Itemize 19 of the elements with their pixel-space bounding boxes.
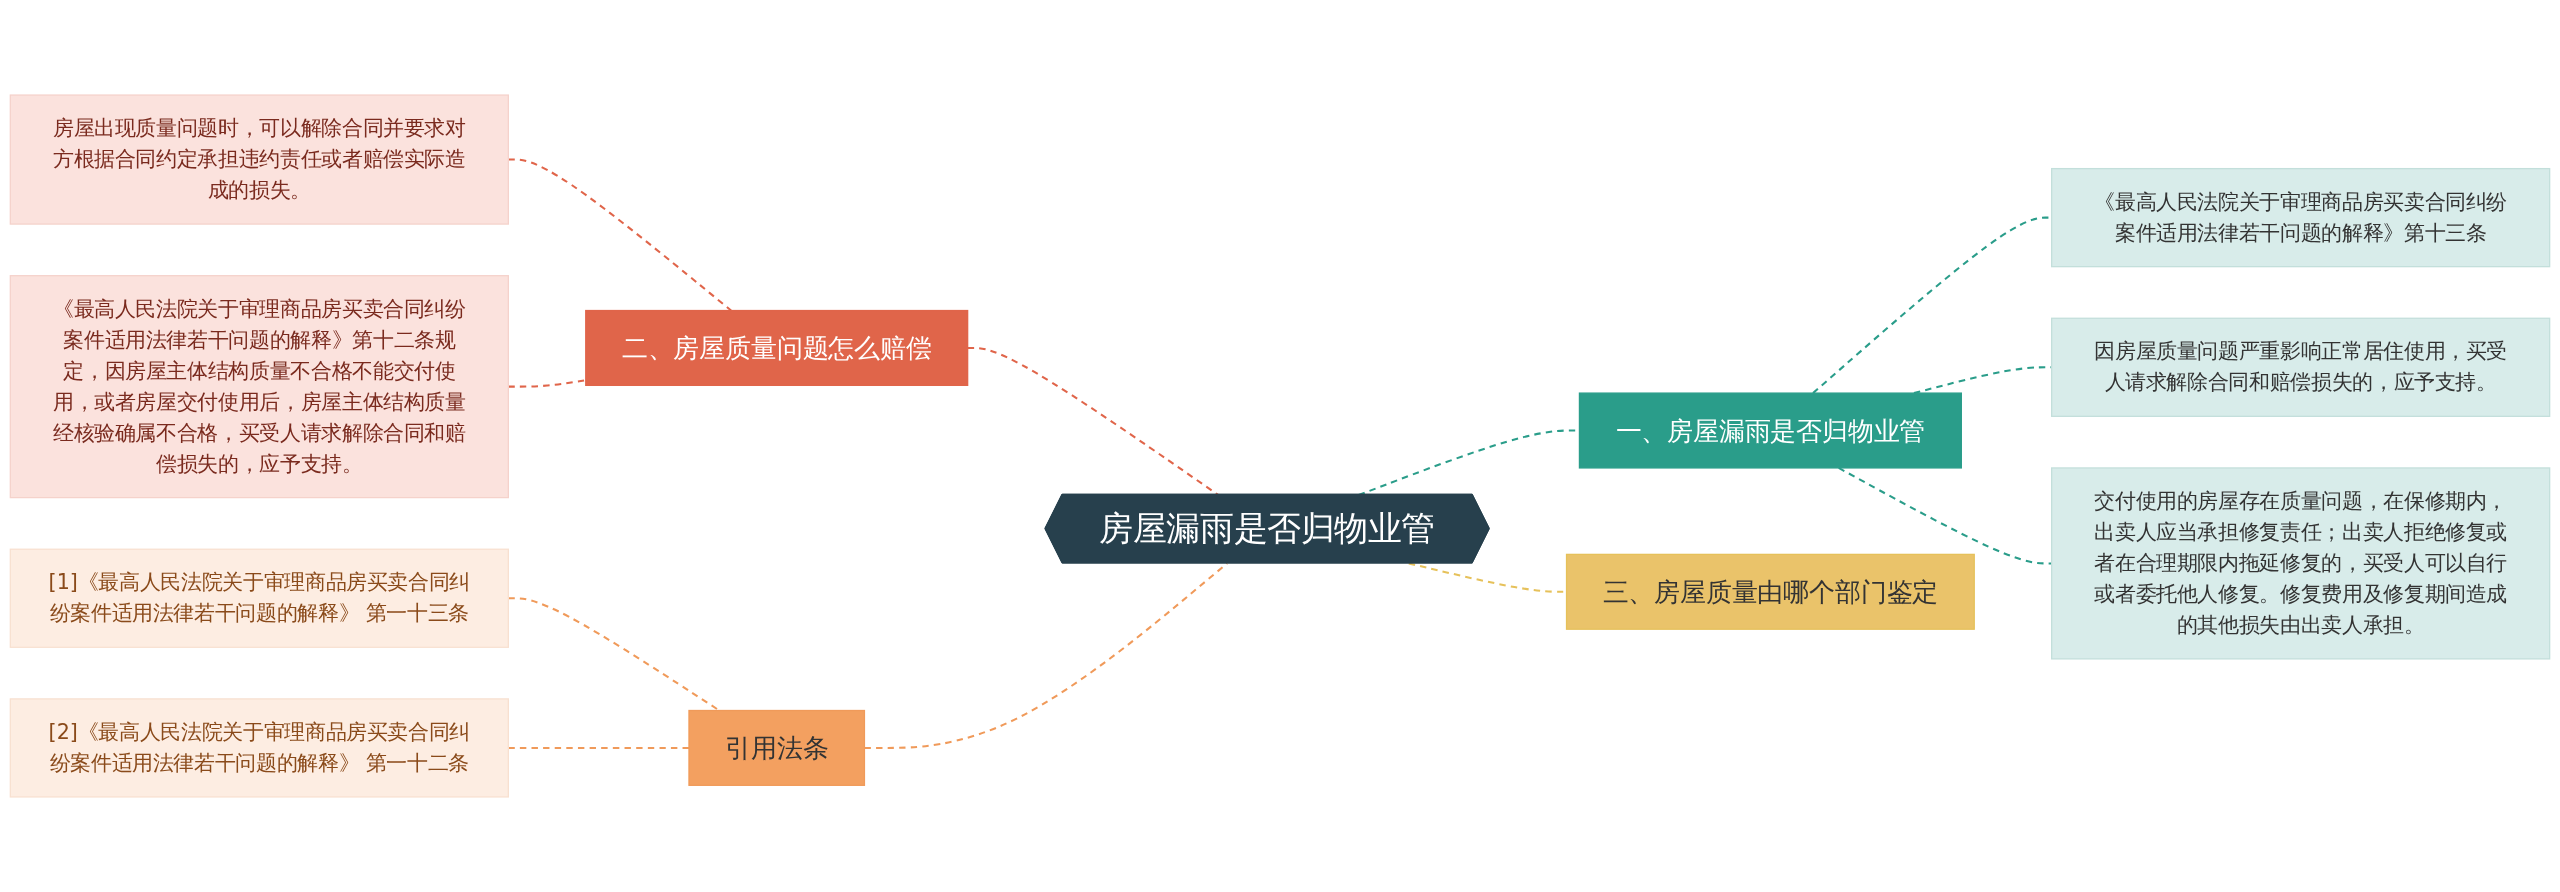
node-box: 《最高人民法院关于审理商品房买卖合同纠纷案件适用法律若干问题的解释》第十三条 <box>2051 167 2551 268</box>
node-box: 引用法条 <box>688 709 866 786</box>
connector <box>864 562 1228 749</box>
node-box: 因房屋质量问题严重影响正常居住使用，买受人请求解除合同和赔偿损失的，应予支持。 <box>2051 317 2551 417</box>
connector <box>1812 216 2052 394</box>
connector <box>1838 467 2052 565</box>
node-box: [2]《最高人民法院关于审理商品房买卖合同纠纷案件适用法律若干问题的解释》 第一十二条 <box>9 698 509 798</box>
node-box: 二、房屋质量问题怎么赔偿 <box>585 309 969 386</box>
node-box: 房屋出现质量问题时，可以解除合同并要求对方根据合同约定承担违约责任或者赔偿实际造成的损失。 <box>9 94 509 225</box>
connector <box>508 158 732 312</box>
node-box: 一、房屋漏雨是否归物业管 <box>1578 392 1962 469</box>
node-box: 《最高人民法院关于审理商品房买卖合同纠纷案件适用法律若干问题的解释》第十二条规定，因房屋主体结构质量不合格不能交付使用，或者房屋交付使用后，房屋主体结构质量经核验确属不合格，买受人请求解除合同和赔偿损失的，应予支持。 <box>9 275 509 499</box>
node-box: 三、房屋质量由哪个部门鉴定 <box>1565 553 1975 630</box>
connector <box>508 597 720 712</box>
connector <box>967 346 1219 496</box>
node-box: [1]《最高人民法院关于审理商品房买卖合同纠纷案件适用法律若干问题的解释》 第一十三条 <box>9 548 509 648</box>
connector <box>508 746 689 749</box>
connector <box>508 379 586 388</box>
node-box: 交付使用的房屋存在质量问题，在保修期内，出卖人应当承担修复责任；出卖人拒绝修复或者在合理期限内拖延修复的，买受人可以自行或者委托他人修复。修复费用及修复期间造成的其他损失由出卖人承担。 <box>2051 467 2551 660</box>
